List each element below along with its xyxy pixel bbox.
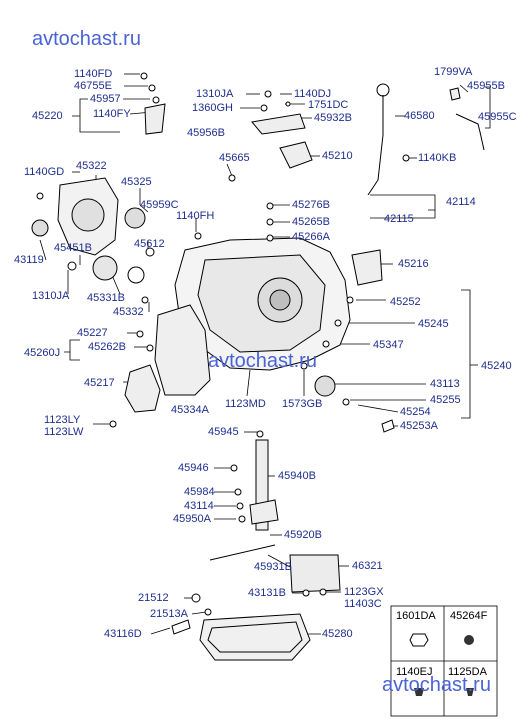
part-label-45217: 45217 [84,377,115,389]
table-cell-45264f: 45264F [450,610,488,622]
part-label-1799va: 1799VA [434,66,473,78]
part-label-45216: 45216 [398,258,429,270]
part-label-45332: 45332 [113,306,144,318]
part-label-1123ly: 1123LY [44,414,81,426]
part-label-45227: 45227 [77,327,108,339]
part-label-45984: 45984 [184,486,215,498]
part-label-45210: 45210 [322,150,353,162]
part-label-45325: 45325 [121,176,152,188]
part-label-42114: 42114 [446,196,476,208]
part-label-21513a: 21513A [150,608,188,620]
part-label-45955c: 45955C [478,111,517,123]
reference-table [390,605,498,717]
table-cell-1125da: 1125DA [448,666,487,678]
part-label-45957: 45957 [90,93,121,105]
part-label-1751dc: 1751DC [308,99,349,111]
part-label-45266a: 45266A [292,231,330,243]
part-label-45940b: 45940B [278,470,316,482]
watermark-bottom: avtochast.ru [382,674,491,696]
part-label-45451b: 45451B [54,242,92,254]
part-label-45254: 45254 [400,406,431,418]
part-label-45265b: 45265B [292,216,330,228]
part-label-45252: 45252 [390,296,421,308]
part-drawings [31,72,485,661]
part-label-45931b: 45931B [254,561,292,573]
part-label-43113: 43113 [430,378,460,390]
part-label-45955b: 45955B [467,80,505,92]
part-label-45347: 45347 [373,339,404,351]
part-label-43116d: 43116D [104,628,142,640]
part-label-43114: 43114 [184,500,214,512]
part-label-45959c: 45959C [140,199,179,211]
watermark-top: avtochast.ru [32,28,141,50]
part-label-43119: 43119 [14,254,44,266]
part-label-45950a: 45950A [173,513,211,525]
part-label-1140dj: 1140DJ [294,88,332,100]
part-label-42115: 42115 [384,213,414,225]
part-label-45220: 45220 [32,110,63,122]
part-label-45946: 45946 [178,462,209,474]
table-icons [409,633,474,696]
part-label-45253a: 45253A [400,420,438,432]
part-label-1140fy: 1140FY [93,108,131,120]
part-label-1123gx: 1123GX [344,586,384,598]
part-label-45945: 45945 [208,426,239,438]
part-label-45262b: 45262B [88,341,126,353]
part-label-45956b: 45956B [187,127,225,139]
part-label-21512: 21512 [138,592,169,604]
part-label-11403c: 11403C [344,598,382,610]
part-label-1123md: 1123MD [225,398,266,410]
watermark-middle: avtochast.ru [208,350,317,372]
part-label-43131b: 43131B [248,587,286,599]
part-label-1140fh: 1140FH [176,210,215,222]
part-label-1310ja-top: 1310JA [196,88,234,100]
part-label-1573gb: 1573GB [282,398,323,410]
table-cell-1601da: 1601DA [396,610,436,622]
part-label-45240: 45240 [481,360,512,372]
part-label-45612: 45612 [134,238,165,250]
part-label-45932b: 45932B [314,112,352,124]
part-label-45334a: 45334A [171,404,209,416]
part-label-45920b: 45920B [284,529,322,541]
part-label-1140gd: 1140GD [24,166,65,178]
part-label-1310ja-left: 1310JA [32,290,70,302]
part-label-1360gh: 1360GH [192,102,233,114]
part-label-46580: 46580 [404,110,435,122]
part-label-46755e: 46755E [74,80,112,92]
part-label-46321: 46321 [352,560,383,572]
part-label-45280: 45280 [322,628,353,640]
part-label-45255: 45255 [430,394,461,406]
part-label-45260j: 45260J [24,347,61,359]
table-cell-1140ej: 1140EJ [396,666,433,678]
part-label-45245: 45245 [418,318,449,330]
part-label-45322: 45322 [76,160,107,172]
part-label-1140kb: 1140KB [418,152,457,164]
part-label-45331b: 45331B [87,292,125,304]
part-label-45665: 45665 [219,152,250,164]
part-label-1140fd: 1140FD [74,68,113,80]
part-label-1123lw: 1123LW [44,426,84,438]
part-label-45276b: 45276B [292,199,330,211]
